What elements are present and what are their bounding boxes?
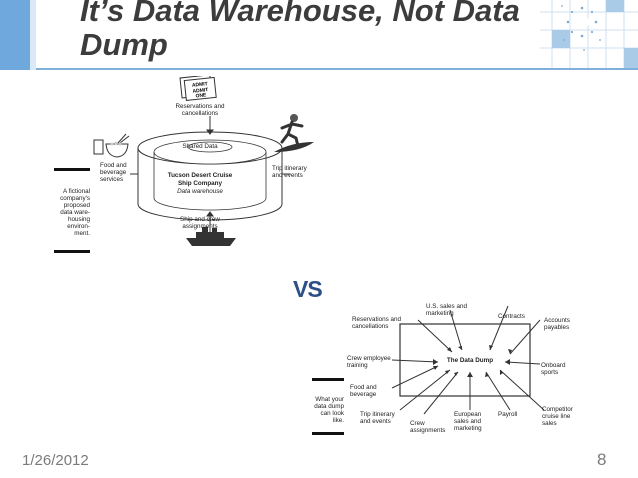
dump-food-label: Food and beverage [350, 384, 377, 398]
slide-title: It’s Data Warehouse, Not Data Dump [80, 0, 520, 62]
data-dump-drawing [391, 305, 545, 415]
warehouse-drawing: ADMIT ADMIT ONE [130, 76, 290, 246]
dump-reservations-label: Reservations and cancellations [352, 316, 402, 330]
svg-text:ONE: ONE [195, 92, 207, 99]
cruise-ship-icon [186, 227, 236, 246]
competitor-sales-label: Competitor cruise line sales [542, 406, 573, 427]
svg-text:ADMIT: ADMIT [192, 81, 208, 89]
slide-number: 8 [597, 450, 607, 469]
slide-date: 1/26/2012 [22, 452, 89, 469]
dump-caption-bar-top [312, 378, 344, 381]
data-dump-box [399, 323, 531, 397]
dump-caption-bar-bottom [312, 432, 344, 435]
accounts-payables-label: Accounts payables [544, 317, 570, 331]
european-sales-label: European sales and marketing [454, 411, 482, 432]
sun-grid-decoration [540, 0, 638, 68]
trip-itinerary-label: Trip itinerary and events [272, 165, 307, 179]
onboard-sports-label: Onboard sports [541, 362, 566, 376]
crew-training-label: Crew employee training [347, 355, 391, 369]
sun-icon [561, 5, 601, 51]
data-dump-caption: What your data dump can look like. [314, 396, 344, 424]
us-sales-label: U.S. sales and marketing [426, 303, 467, 317]
contracts-label: Contracts [498, 313, 525, 320]
payroll-label: Payroll [498, 411, 518, 418]
food-services-label: Food and beverage services [100, 162, 127, 183]
title-rule [36, 68, 638, 70]
shared-data-label: Shared Data [182, 143, 218, 150]
reservations-label: Reservations and cancellations [175, 103, 225, 117]
caption-bar-top [54, 168, 90, 171]
dump-trip-label: Trip itinerary and events [360, 411, 395, 425]
warehouse-center-line2: Ship Company [177, 180, 223, 187]
crew-assignments-label: Crew assignments [410, 420, 446, 434]
caption-bar-bottom [54, 250, 90, 253]
surfer-icon [274, 114, 314, 152]
warehouse-caption: A fictional company's proposed data ware… [60, 188, 90, 237]
warehouse-center-line3: Data warehouse [177, 188, 223, 195]
vs-label: VS [293, 276, 323, 302]
ticket-icon: ADMIT ADMIT ONE [179, 76, 217, 102]
warehouse-center-line1: Tucson Desert Cruise [167, 172, 233, 179]
data-dump-center-label: The Data Dump [446, 357, 494, 364]
left-accent-band-light [30, 0, 36, 70]
food-bowl-icon [93, 133, 130, 158]
left-accent-band [0, 0, 30, 70]
svg-text:ADMIT: ADMIT [192, 87, 208, 95]
ship-crew-label: Ship and crew assignments [180, 216, 220, 230]
